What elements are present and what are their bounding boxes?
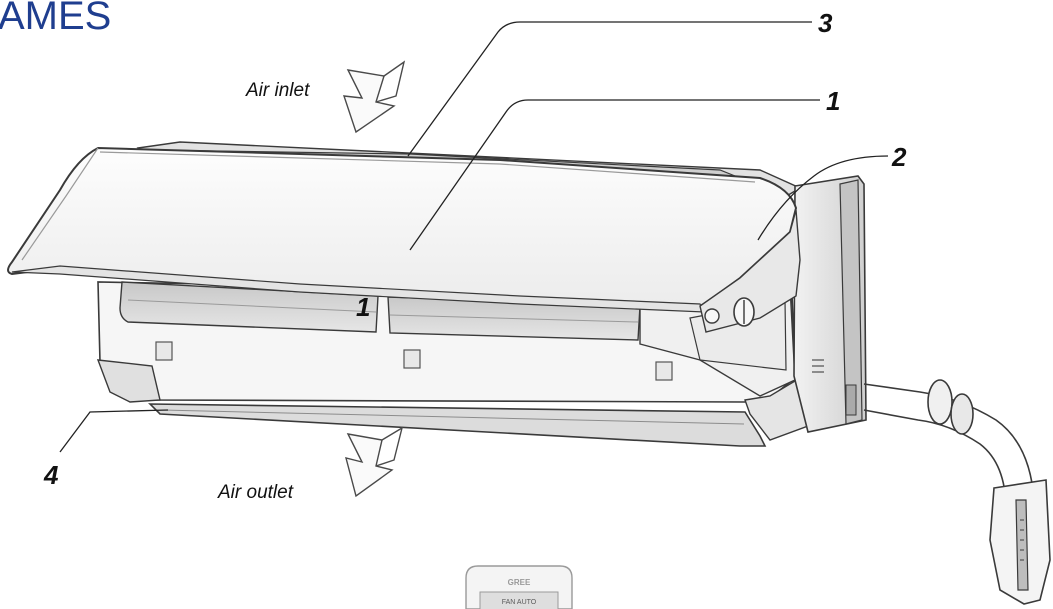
- front-panel: [7, 146, 798, 313]
- left-filter: [119, 281, 379, 333]
- leader-line-4: [59, 409, 169, 453]
- callout-1-filter: 1: [356, 292, 370, 322]
- air-outlet-louver: [148, 403, 767, 447]
- callout-2-display-cover: 2: [891, 142, 907, 172]
- remote-brand: GREE: [508, 578, 531, 587]
- air-outlet-arrow-icon: [345, 426, 404, 498]
- leader-line-3: [407, 21, 812, 157]
- air-outlet-label: Air outlet: [217, 482, 294, 503]
- air-inlet-label: Air inlet: [245, 80, 310, 101]
- leader-lines: [59, 21, 889, 453]
- leader-line-2: [757, 155, 889, 241]
- callout-4-louver: 4: [43, 460, 59, 490]
- air-inlet-arrow-icon: [342, 60, 406, 134]
- right-side-casing: [793, 175, 867, 433]
- connection-pipe: [863, 379, 1051, 605]
- callout-1-front-panel: 1: [826, 86, 840, 116]
- remote-screen-text: FAN AUTO: [502, 599, 537, 606]
- leader-line-1: [409, 99, 820, 251]
- display-cover: [699, 209, 801, 333]
- remote-control: GREE FAN AUTO: [465, 565, 573, 609]
- callout-3-top-grille: 3: [818, 8, 833, 38]
- section-title: AMES: [0, 0, 112, 38]
